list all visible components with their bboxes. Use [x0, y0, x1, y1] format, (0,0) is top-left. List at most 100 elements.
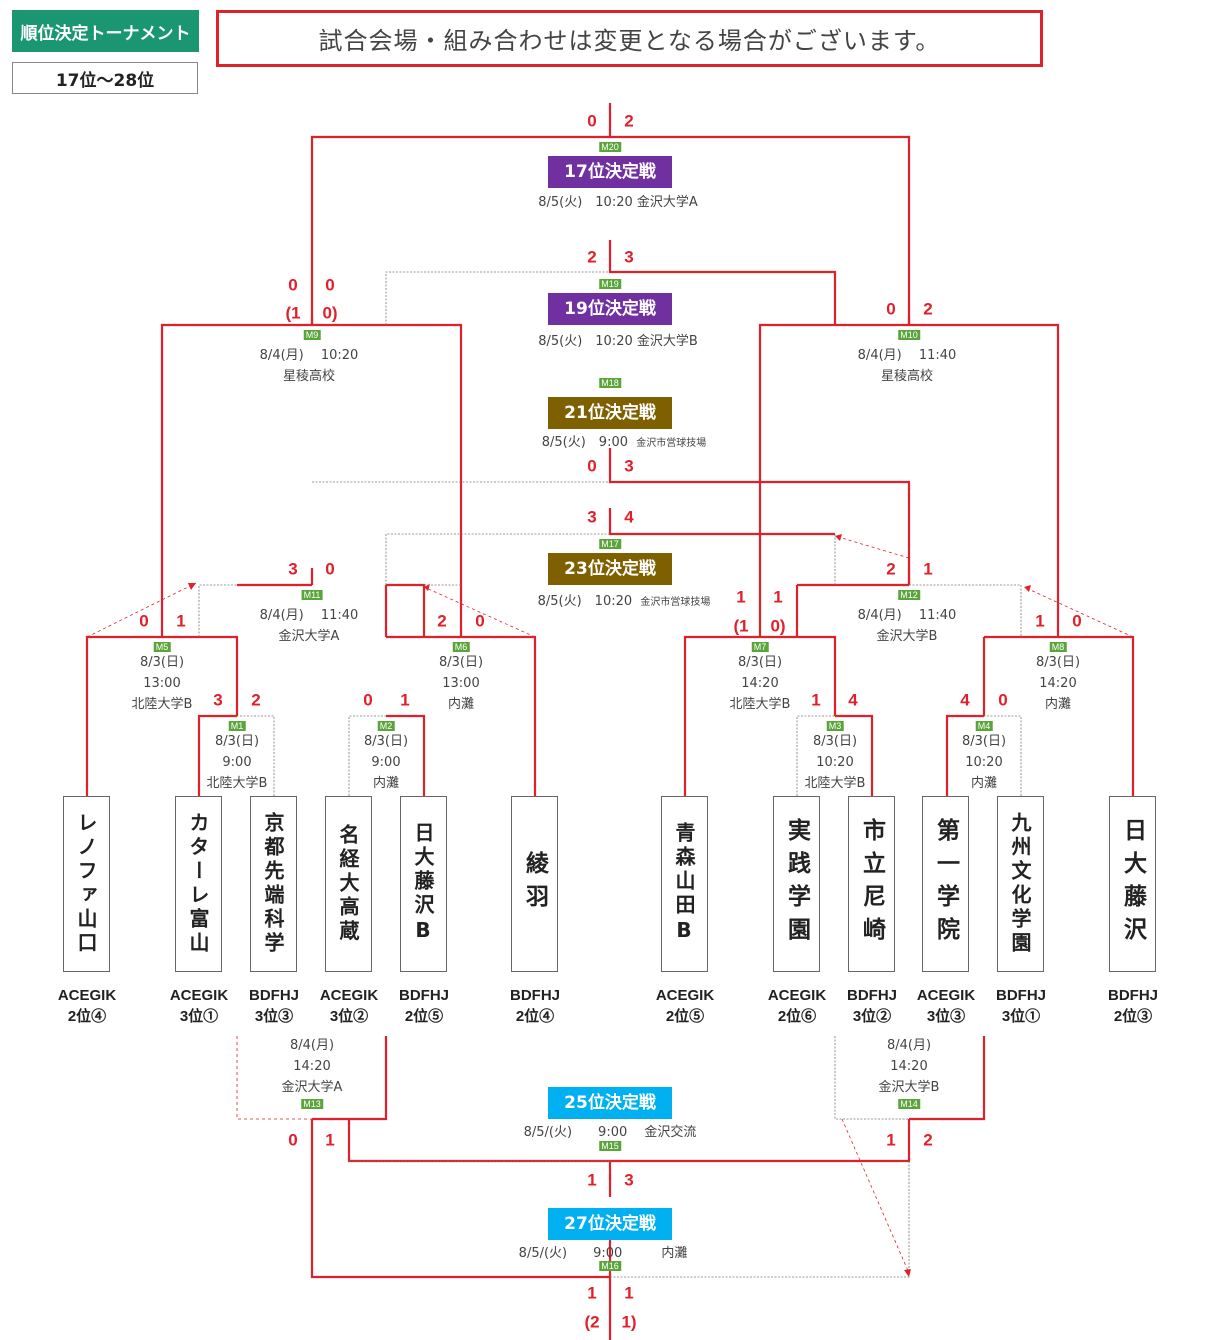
score-m5-right: 1: [176, 611, 186, 631]
match-tag-m2: M2: [377, 721, 395, 731]
team-box: カターレ富山: [175, 796, 222, 972]
placement-27-info: 8/5/(火) 9:00 内灘: [518, 1246, 688, 1261]
score-m7-pk-right: 0): [770, 616, 786, 636]
placement-25-info: 8/5/(火) 9:00 金沢交流: [523, 1125, 697, 1140]
match-tag-m16: M16: [599, 1261, 621, 1271]
change-notice: 試合会場・組み合わせは変更となる場合がございます。: [216, 10, 1043, 67]
match-tag-m5: M5: [153, 642, 171, 652]
score-m16-pk-right: 1): [621, 1312, 637, 1332]
score-m8-right: 0: [1072, 611, 1082, 631]
score-m4-right: 0: [998, 690, 1008, 710]
placement-27-banner: 27位決定戦: [548, 1208, 672, 1240]
team-box: 第一学院: [922, 796, 969, 972]
score-m13-left: 0: [288, 1130, 298, 1150]
placement-23-info: 8/5(火) 10:20 金沢市営球技場: [537, 594, 711, 609]
score-m7-left: 1: [736, 587, 746, 607]
score-m14-left: 1: [886, 1130, 896, 1150]
match-tag-m4: M4: [975, 721, 993, 731]
match-tag-m12: M12: [898, 590, 920, 600]
score-m17-left: 3: [587, 507, 597, 527]
score-m9-right: 0: [325, 275, 335, 295]
score-m7-pk-left: (1: [733, 616, 749, 636]
team-box: 綾羽: [511, 796, 558, 972]
score-m7-right: 1: [773, 587, 783, 607]
match-tag-m7: M7: [751, 642, 769, 652]
score-m8-left: 1: [1035, 611, 1045, 631]
score-m20-left: 0: [587, 111, 597, 131]
team-box: 名経大高蔵: [325, 796, 372, 972]
placement-25-banner: 25位決定戦: [548, 1087, 672, 1119]
score-m16-pk-left: (2: [584, 1312, 600, 1332]
match-tag-m13: M13: [301, 1099, 323, 1109]
match-tag-m11: M11: [301, 590, 323, 600]
score-m11-right: 0: [325, 559, 335, 579]
score-m16-left: 1: [587, 1283, 597, 1303]
score-m18-right: 3: [624, 456, 634, 476]
team-box: 九州文化学園: [997, 796, 1044, 972]
score-m1-right: 2: [251, 690, 261, 710]
placement-17-banner: 17位決定戦: [548, 156, 672, 188]
match-tag-m15: M15: [599, 1141, 621, 1151]
team-box: 日大藤沢B: [400, 796, 447, 972]
score-m15-left: 1: [587, 1170, 597, 1190]
match-tag-m18: M18: [599, 378, 621, 388]
team-box: 市立尼崎: [848, 796, 895, 972]
match-tag-m9: M9: [303, 330, 321, 340]
placement-21-banner: 21位決定戦: [548, 397, 672, 429]
score-m12-right: 1: [923, 559, 933, 579]
score-m17-right: 4: [624, 507, 634, 527]
score-m6-right: 0: [475, 611, 485, 631]
score-m2-left: 0: [363, 690, 373, 710]
match-tag-m3: M3: [826, 721, 844, 731]
match-tag-m6: M6: [452, 642, 470, 652]
score-m13-right: 1: [325, 1130, 335, 1150]
match-tag-m20: M20: [599, 142, 621, 152]
team-box: レノファ山口: [63, 796, 110, 972]
score-m3-right: 4: [848, 690, 858, 710]
score-m10-left: 0: [886, 299, 896, 319]
placement-19-banner: 19位決定戦: [548, 293, 672, 325]
score-m15-right: 3: [624, 1170, 634, 1190]
range-label: 17位～28位: [12, 62, 198, 94]
match-tag-m8: M8: [1049, 642, 1067, 652]
team-box: 青森山田B: [661, 796, 708, 972]
team-box: 日大藤沢: [1109, 796, 1156, 972]
tournament-title: 順位決定トーナメント: [12, 10, 199, 52]
placement-21-info: 8/5(火) 9:00 金沢市営球技場: [541, 435, 707, 450]
score-m10-right: 2: [923, 299, 933, 319]
score-m19-left: 2: [587, 247, 597, 267]
placement-23-banner: 23位決定戦: [548, 553, 672, 585]
match-tag-m1: M1: [228, 721, 246, 731]
score-m2-right: 1: [400, 690, 410, 710]
score-m16-right: 1: [624, 1283, 634, 1303]
score-m14-right: 2: [923, 1130, 933, 1150]
score-m11-left: 3: [288, 559, 298, 579]
match-tag-m10: M10: [898, 330, 920, 340]
score-m9-pk-right: 0): [322, 303, 338, 323]
score-m9-pk-left: (1: [285, 303, 301, 323]
match-tag-m19: M19: [599, 279, 621, 289]
score-m3-left: 1: [811, 690, 821, 710]
team-box: 実践学園: [773, 796, 820, 972]
score-m1-left: 3: [213, 690, 223, 710]
